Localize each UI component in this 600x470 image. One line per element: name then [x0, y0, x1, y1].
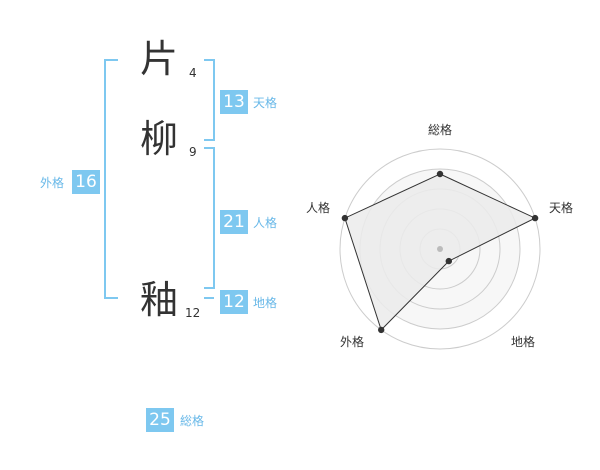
- tenkaku-label: 天格: [253, 96, 278, 110]
- gaikaku-label: 外格: [40, 176, 65, 190]
- jinkaku-label: 人格: [253, 216, 278, 230]
- radar-point-0: [436, 170, 444, 178]
- chikaku-value: 12: [220, 290, 248, 314]
- soukaku-label: 総格: [180, 414, 205, 428]
- jinkaku-value: 21: [220, 210, 248, 234]
- name-char-3: 釉: [140, 278, 179, 322]
- radar-point-3: [378, 326, 385, 334]
- gaikaku-value: 16: [72, 170, 100, 194]
- radar-point-4: [341, 214, 349, 222]
- radar-axis-label-tenkaku: 天格: [549, 201, 574, 215]
- stroke-count-3: 12: [185, 306, 201, 320]
- tenkaku-value: 13: [220, 90, 248, 114]
- gaikaku-bracket: [104, 59, 118, 299]
- stroke-count-2: 9: [189, 145, 197, 159]
- name-char-2: 柳: [140, 117, 179, 161]
- tenkaku-bracket: [204, 59, 215, 141]
- soukaku-value: 25: [146, 408, 174, 432]
- jinkaku-bracket: [204, 147, 215, 289]
- stroke-count-1: 4: [189, 66, 197, 80]
- radar-point-2: [445, 257, 452, 265]
- radar-center-dot: [437, 246, 443, 252]
- radar-axis-label-jinkaku: 人格: [306, 201, 331, 215]
- radar-axis-label-chikaku: 地格: [511, 335, 536, 349]
- name-char-1: 片: [140, 37, 179, 81]
- radar-point-1: [531, 214, 539, 222]
- chikaku-label: 地格: [253, 296, 278, 310]
- radar-axis-label-gaikaku: 外格: [340, 335, 365, 349]
- radar-axis-label-soukaku: 総格: [428, 123, 453, 137]
